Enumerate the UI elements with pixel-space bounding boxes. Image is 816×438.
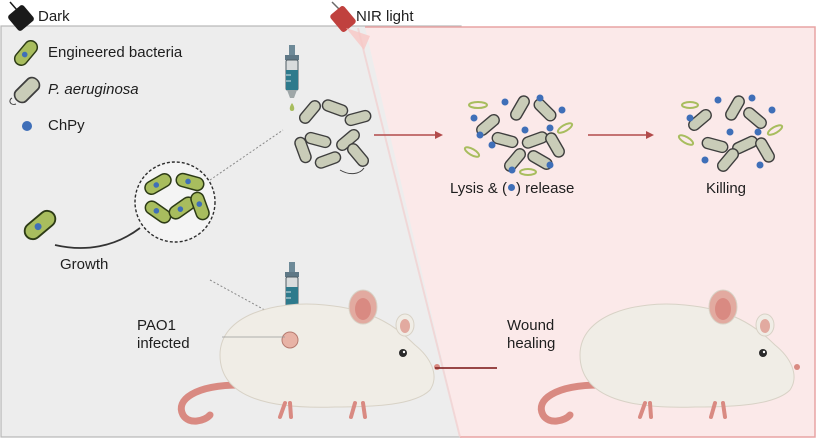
nir-lamp-icon xyxy=(330,1,370,50)
lysis-release-label: Lysis & ( ) release xyxy=(450,180,574,198)
arrow-to-killing xyxy=(588,131,654,139)
mouse-infected xyxy=(181,290,440,421)
wound-healing-label: Wound healing xyxy=(507,317,555,353)
legend-chpy-label: ChPy xyxy=(48,117,85,134)
pa-cluster xyxy=(292,97,373,175)
arrow-to-lysis xyxy=(374,131,443,139)
lysis-suffix: ) release xyxy=(515,180,575,197)
engineered-colony-circle xyxy=(134,161,216,243)
pao1-line1: PAO1 xyxy=(137,317,176,334)
legend-pa-label: P. aeruginosa xyxy=(48,81,139,98)
pao1-infected-label: PAO1 infected xyxy=(137,317,190,353)
legend-engineered-label: Engineered bacteria xyxy=(48,44,183,61)
killing-cluster xyxy=(677,93,784,175)
killing-label: Killing xyxy=(706,180,747,197)
growth-arrow xyxy=(54,227,141,249)
lysis-cluster xyxy=(463,93,574,176)
nir-panel-border xyxy=(365,26,816,438)
chpy-legend-dot xyxy=(22,121,32,131)
dark-label: Dark xyxy=(38,8,70,25)
wound-line1: Wound xyxy=(507,317,555,334)
zoom-line-upper xyxy=(209,129,284,181)
wound-line2: healing xyxy=(507,335,556,352)
chpy-inline-dot xyxy=(507,184,515,191)
pao1-line2: infected xyxy=(137,335,190,352)
nir-light-label: NIR light xyxy=(356,8,414,25)
pa-legend-icon xyxy=(9,73,44,107)
dark-lamp-icon xyxy=(8,1,34,31)
lysis-prefix: Lysis & ( xyxy=(450,180,507,197)
growth-label: Growth xyxy=(60,256,109,273)
